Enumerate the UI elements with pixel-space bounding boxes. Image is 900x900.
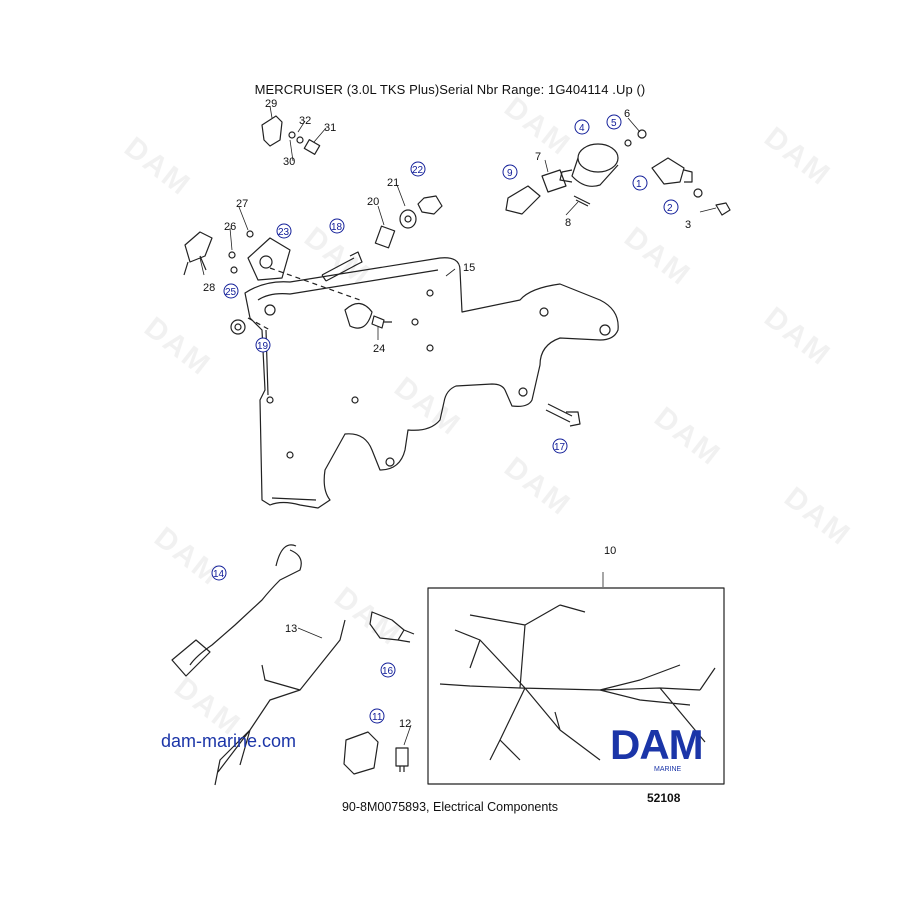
svg-text:25: 25 bbox=[225, 287, 237, 298]
figure-number: 52108 bbox=[647, 791, 681, 805]
dam-marine-logo: DAM MARINE bbox=[610, 721, 704, 773]
callout-12: 12 bbox=[399, 718, 411, 730]
svg-text:11: 11 bbox=[372, 712, 383, 723]
wire-harness bbox=[214, 619, 346, 786]
circled-callout-labels: 1 2 4 5 9 11 14 16 17 18 19 22 23 25 bbox=[213, 118, 673, 723]
mounting-bracket bbox=[244, 257, 619, 509]
callout-31: 31 bbox=[324, 122, 336, 134]
svg-text:1: 1 bbox=[636, 179, 642, 190]
svg-text:14: 14 bbox=[213, 569, 225, 580]
callout-21: 21 bbox=[387, 177, 399, 189]
callout-7: 7 bbox=[535, 151, 541, 163]
callout-6: 6 bbox=[624, 108, 630, 120]
callout-24: 24 bbox=[373, 343, 385, 355]
plain-callouts: 6 3 7 8 10 12 13 15 20 21 24 26 27 28 29… bbox=[203, 98, 691, 730]
callout-13: 13 bbox=[285, 623, 297, 635]
svg-text:DAM: DAM bbox=[610, 721, 703, 768]
callout-30: 30 bbox=[283, 156, 295, 168]
svg-text:16: 16 bbox=[382, 666, 394, 677]
svg-text:19: 19 bbox=[257, 341, 269, 352]
callout-20: 20 bbox=[367, 196, 379, 208]
callout-26: 26 bbox=[224, 221, 236, 233]
page-title: MERCRUISER (3.0L TKS Plus)Serial Nbr Ran… bbox=[254, 82, 646, 97]
page-footer: 90-8M0075893, Electrical Components bbox=[341, 800, 559, 814]
callout-15: 15 bbox=[463, 262, 475, 274]
svg-text:9: 9 bbox=[507, 168, 513, 179]
svg-text:2: 2 bbox=[667, 203, 673, 214]
svg-text:22: 22 bbox=[412, 165, 424, 176]
callout-3: 3 bbox=[685, 219, 691, 231]
circled-callouts bbox=[211, 114, 679, 724]
svg-text:23: 23 bbox=[278, 227, 290, 238]
callout-32: 32 bbox=[299, 115, 311, 127]
sensor-cable bbox=[189, 549, 302, 666]
svg-text:5: 5 bbox=[611, 118, 617, 129]
callout-29: 29 bbox=[265, 98, 277, 110]
callout-8: 8 bbox=[565, 217, 571, 229]
svg-text:MARINE: MARINE bbox=[654, 766, 682, 773]
callout-27: 27 bbox=[236, 198, 248, 210]
website-label[interactable]: dam-marine.com bbox=[161, 731, 297, 751]
callout-10: 10 bbox=[604, 545, 616, 557]
svg-text:18: 18 bbox=[331, 222, 343, 233]
callout-28: 28 bbox=[203, 282, 215, 294]
svg-text:17: 17 bbox=[554, 442, 566, 453]
svg-text:4: 4 bbox=[579, 123, 585, 134]
stud bbox=[321, 251, 363, 282]
sensor-mount bbox=[247, 237, 291, 281]
